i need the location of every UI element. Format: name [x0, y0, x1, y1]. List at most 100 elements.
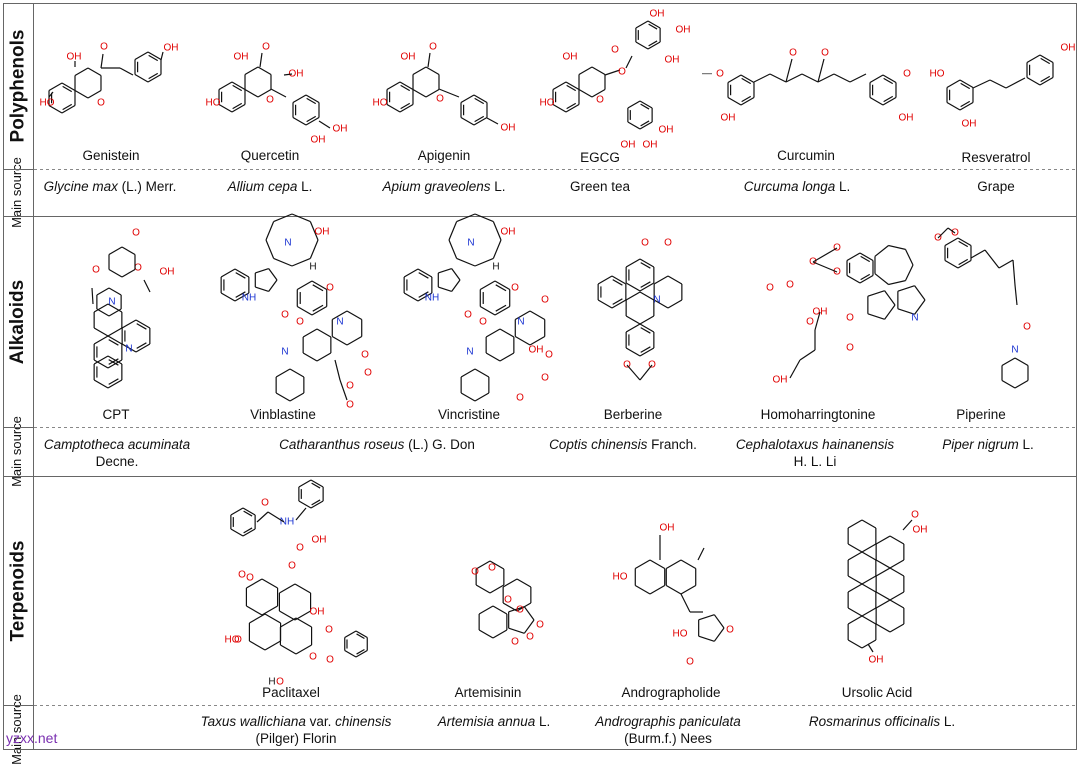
- source-vinca: Catharanthus roseus (L.) G. Don: [279, 437, 475, 452]
- svg-text:O: O: [511, 283, 519, 294]
- svg-text:O: O: [821, 48, 829, 59]
- svg-text:HO: HO: [225, 635, 240, 646]
- svg-text:O: O: [511, 637, 519, 648]
- compound-name-artemisinin: Artemisinin: [454, 685, 522, 700]
- svg-text:OH: OH: [315, 227, 330, 238]
- compound-name-resveratrol: Resveratrol: [961, 150, 1031, 165]
- svg-text:O: O: [934, 233, 942, 244]
- svg-text:O: O: [903, 69, 911, 80]
- compound-name-quercetin: Quercetin: [240, 148, 300, 163]
- svg-text:N: N: [125, 344, 132, 355]
- svg-text:O: O: [262, 42, 270, 53]
- svg-text:O: O: [766, 283, 774, 294]
- svg-text:O: O: [132, 228, 140, 239]
- svg-text:O: O: [309, 652, 317, 663]
- compound-name-cpt: CPT: [102, 407, 130, 422]
- svg-text:O: O: [596, 95, 604, 106]
- svg-text:O: O: [686, 657, 694, 668]
- svg-text:OH: OH: [501, 227, 516, 238]
- svg-text:N: N: [1011, 345, 1018, 356]
- svg-text:O: O: [361, 350, 369, 361]
- svg-text:O: O: [281, 310, 289, 321]
- svg-text:N: N: [108, 297, 115, 308]
- source-ursolic-acid: Rosmarinus officinalis L.: [808, 714, 956, 729]
- svg-text:OH: OH: [234, 52, 249, 63]
- svg-text:O: O: [238, 570, 246, 581]
- svg-text:O: O: [541, 295, 549, 306]
- svg-text:O: O: [134, 263, 142, 274]
- compound-name-genistein: Genistein: [82, 148, 140, 163]
- svg-text:O: O: [726, 625, 734, 636]
- svg-text:O: O: [488, 563, 496, 574]
- svg-text:O: O: [911, 510, 919, 521]
- svg-text:O: O: [471, 567, 479, 578]
- source-genistein: Glycine max (L.) Merr.: [43, 179, 177, 194]
- svg-text:HO: HO: [373, 98, 388, 109]
- svg-text:O: O: [1023, 322, 1031, 333]
- svg-text:N: N: [466, 347, 473, 358]
- svg-text:N: N: [284, 238, 291, 249]
- svg-text:N: N: [336, 317, 343, 328]
- source-apigenin: Apium graveolens L.: [382, 179, 506, 194]
- svg-text:O: O: [276, 677, 284, 688]
- svg-text:OH: OH: [721, 113, 736, 124]
- source-egcg: Green tea: [569, 179, 631, 194]
- compound-name-curcumin: Curcumin: [777, 148, 835, 163]
- svg-text:H: H: [268, 677, 275, 688]
- svg-text:OH: OH: [1061, 43, 1076, 54]
- svg-text:OH: OH: [333, 124, 348, 135]
- svg-text:N: N: [911, 313, 918, 324]
- svg-text:O: O: [234, 635, 242, 646]
- svg-text:O: O: [789, 48, 797, 59]
- svg-text:O: O: [266, 95, 274, 106]
- svg-text:NH: NH: [242, 293, 256, 304]
- svg-text:O: O: [296, 317, 304, 328]
- svg-text:N: N: [517, 317, 524, 328]
- svg-text:O: O: [92, 265, 100, 276]
- svg-text:O: O: [296, 543, 304, 554]
- svg-text:O: O: [786, 280, 794, 291]
- compound-name-berberine: Berberine: [603, 407, 663, 422]
- svg-text:O: O: [833, 267, 841, 278]
- compound-name-vinblastine: Vinblastine: [250, 407, 316, 422]
- svg-text:O: O: [846, 343, 854, 354]
- compound-name-apigenin: Apigenin: [417, 148, 471, 163]
- svg-text:O: O: [326, 655, 334, 666]
- compound-name-piperine: Piperine: [956, 407, 1006, 422]
- svg-text:OH: OH: [660, 523, 675, 534]
- svg-text:OH: OH: [773, 375, 788, 386]
- svg-text:O: O: [261, 498, 269, 509]
- svg-text:O: O: [100, 42, 108, 53]
- compound-name-vincristine: Vincristine: [437, 407, 501, 422]
- svg-text:O: O: [516, 605, 524, 616]
- svg-text:O: O: [429, 42, 437, 53]
- svg-text:O: O: [806, 317, 814, 328]
- source-piperine: Piper nigrum L.: [942, 437, 1034, 452]
- svg-text:OH: OH: [311, 135, 326, 146]
- svg-text:O: O: [716, 69, 724, 80]
- svg-text:O: O: [618, 67, 626, 78]
- svg-text:OH: OH: [650, 9, 665, 20]
- compound-name-egcg: EGCG: [580, 150, 620, 165]
- svg-text:HO: HO: [673, 629, 688, 640]
- svg-text:O: O: [664, 238, 672, 249]
- svg-text:O: O: [951, 228, 959, 239]
- svg-text:OH: OH: [659, 125, 674, 136]
- svg-text:O: O: [516, 393, 524, 404]
- svg-text:O: O: [611, 45, 619, 56]
- svg-text:O: O: [504, 595, 512, 606]
- svg-text:OH: OH: [643, 140, 658, 151]
- svg-text:N: N: [467, 238, 474, 249]
